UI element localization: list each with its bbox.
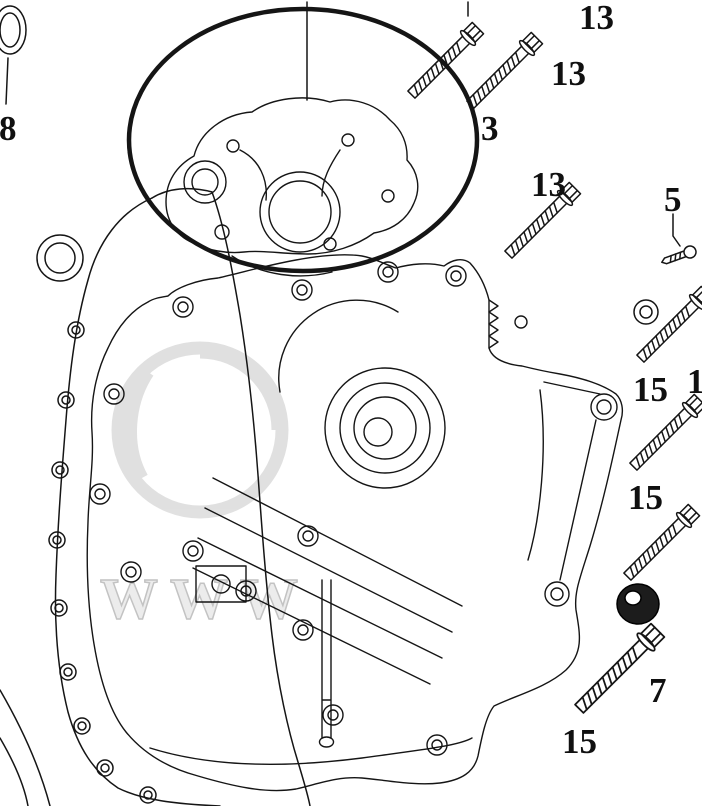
callout-8[interactable]: 8 (0, 109, 17, 148)
highlight-ellipse (126, 6, 480, 274)
callout-13-top[interactable]: 13 (579, 0, 614, 37)
crankcase-cover (86, 254, 624, 792)
callout-7[interactable]: 7 (649, 671, 667, 710)
hardware (403, 20, 702, 718)
callout-3[interactable]: 3 (481, 109, 499, 148)
corner-part-edges (0, 689, 51, 806)
callout-5[interactable]: 5 (664, 180, 682, 219)
callout-13-second[interactable]: 13 (551, 54, 586, 93)
grommet-icon (616, 583, 660, 625)
small-screw-icon (659, 243, 699, 269)
callout-15-bottom[interactable]: 15 (562, 722, 597, 761)
callout-15-first[interactable]: 15 (633, 370, 668, 409)
callout-1-clipped[interactable]: 1 (687, 362, 702, 401)
washer-icon (633, 299, 659, 325)
upper-cover (165, 97, 419, 255)
gasket-outline (36, 187, 311, 806)
flange-bolt-icon (632, 284, 702, 367)
leader-lines (306, 1, 469, 101)
watermark: WWW (99, 341, 310, 632)
callout-13-third[interactable]: 13 (531, 165, 566, 204)
callout-15-second[interactable]: 15 (628, 478, 663, 517)
watermark-text: WWW (100, 566, 310, 631)
o-ring-icon (0, 5, 27, 105)
part-5-bracket (672, 213, 681, 247)
